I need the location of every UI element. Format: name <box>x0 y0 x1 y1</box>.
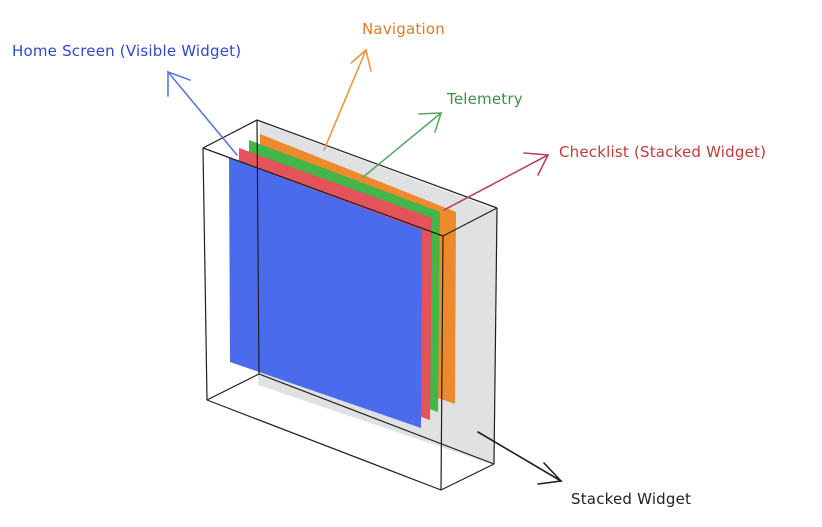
home-screen-arrow <box>167 70 238 156</box>
telemetry-arrow <box>361 112 443 179</box>
home-screen-label: Home Screen (Visible Widget) <box>12 42 242 60</box>
navigation-arrow <box>323 48 372 151</box>
stacked-widget-label: Stacked Widget <box>571 490 692 508</box>
home-screen-layer <box>229 158 422 428</box>
checklist-label: Checklist (Stacked Widget) <box>559 143 767 161</box>
stacked-widget-arrow <box>477 431 563 485</box>
telemetry-label: Telemetry <box>447 90 523 108</box>
checklist-arrow <box>443 152 550 211</box>
navigation-label: Navigation <box>362 20 445 38</box>
container-box-outline <box>202 119 498 491</box>
